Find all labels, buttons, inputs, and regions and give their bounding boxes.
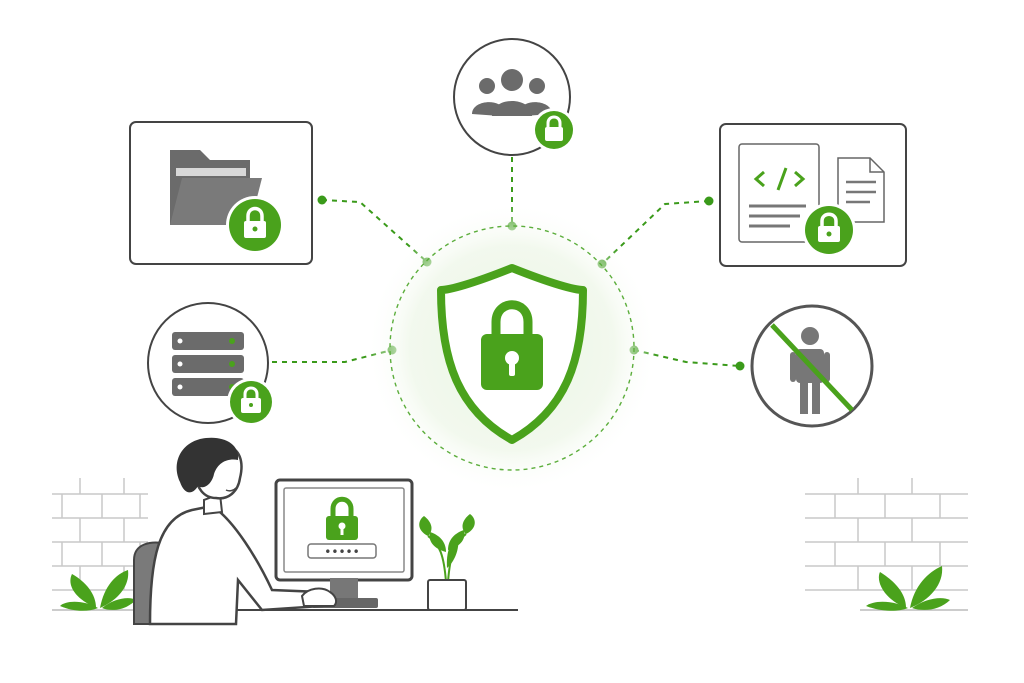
lock-icon [326,496,358,540]
person-hair [176,437,239,493]
prohibited-slash [770,323,854,412]
person-body [148,504,324,626]
server-icon [172,332,244,396]
users-node[interactable] [453,38,576,156]
lock-badge-icon [226,196,284,254]
user-group-icon [472,69,552,116]
lock-badge-icon [532,108,576,152]
central-shield [366,202,658,494]
brick-wall-left [52,478,148,591]
person-at-computer [133,437,338,626]
person-hand [300,587,338,607]
server-node[interactable] [147,302,275,426]
lock-badge-icon [802,203,856,257]
brick-wall-right [805,478,968,591]
lock-badge-icon [227,378,275,426]
code-document-icon [738,143,885,243]
leaf-plant-left [60,570,136,611]
potted-plant [419,514,475,611]
code-document-node[interactable] [719,123,907,267]
folder-node[interactable] [129,121,313,265]
password-field [307,543,377,559]
computer-monitor: ••••• [274,478,414,608]
password-mask: ••••• [324,545,359,559]
shield-lock-icon [437,264,587,444]
no-unauthorized-person-node[interactable] [750,304,874,428]
leaf-plant-right [866,566,950,611]
